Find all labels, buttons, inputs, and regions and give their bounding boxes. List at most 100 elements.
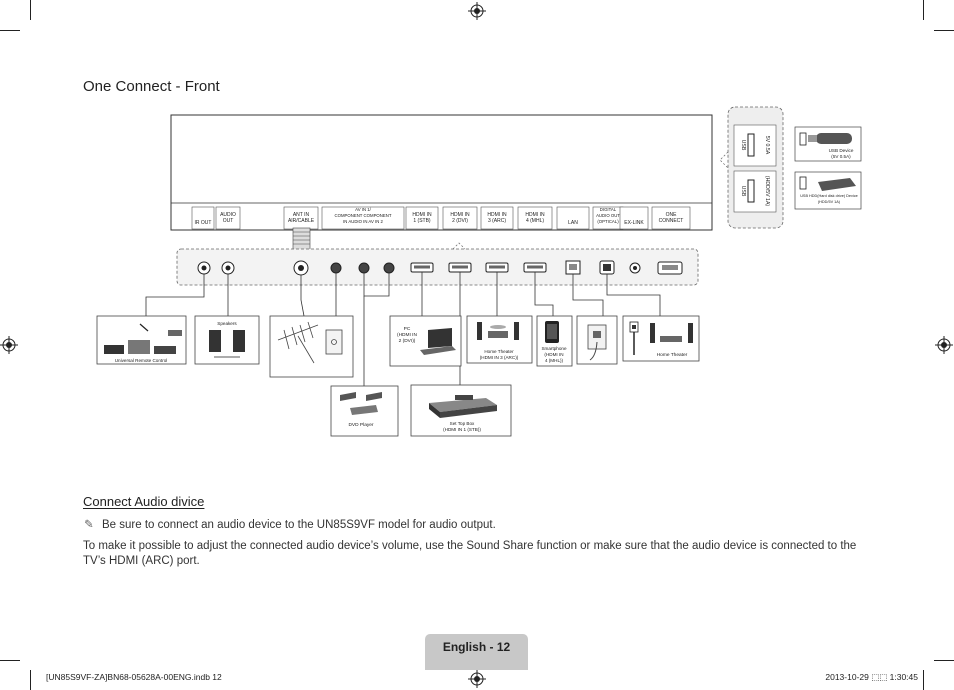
port-label: IR OUT xyxy=(195,220,212,226)
usb-port-label: 5V 0.5A xyxy=(764,136,770,155)
laptop-icon xyxy=(420,328,456,355)
jack-panel xyxy=(176,248,699,286)
registration-mark-icon xyxy=(935,336,953,354)
port-label: 3 (ARC) xyxy=(488,218,506,224)
usb-hdd-label: USB HDD(Hard disk drive) Device xyxy=(800,194,858,198)
port-label-box xyxy=(619,206,649,230)
port-label: IN AUDIO IN AV IN 2 xyxy=(343,219,383,224)
port-label-box xyxy=(556,206,590,230)
footer-timestamp: 2013-10-29 ⬚⬚ 1:30:45 xyxy=(825,672,918,682)
crop-mark xyxy=(934,660,954,661)
page-title: One Connect - Front xyxy=(83,78,220,95)
usb-port-labels: USB 5V 0.5A USB (HDD/5V 1A) xyxy=(740,136,770,207)
port-label-box xyxy=(405,206,439,230)
usb-hdd-icon xyxy=(818,178,856,191)
section-title: Connect Audio divice xyxy=(83,494,205,509)
port-label-box xyxy=(651,206,691,230)
page-number-tab: English - 12 xyxy=(425,634,528,670)
port-label: HDMI IN xyxy=(450,212,470,218)
usb-port-label: (HDD/5V 1A) xyxy=(764,176,770,207)
port-label-box xyxy=(191,206,215,230)
home-theater-icon xyxy=(629,321,693,355)
port-label: 1 (STB) xyxy=(413,218,431,224)
port-label-box xyxy=(517,206,553,230)
home-theater-arc-label: (HDMI IN 3 (ARC)) xyxy=(480,355,519,360)
port-label: AV IN 1/ xyxy=(355,207,371,212)
crop-mark xyxy=(923,0,924,20)
jack-component-icon xyxy=(330,262,342,274)
port-label-box xyxy=(442,206,478,230)
smartphone-label: (HDMI IN xyxy=(544,352,563,357)
speaker-icon xyxy=(209,330,245,358)
smartphone-label: Smartphone xyxy=(541,346,566,351)
speakers-box xyxy=(194,315,260,365)
cables xyxy=(145,272,661,386)
port-label-box xyxy=(321,206,405,230)
universal-remote-label: Universal Remote Control xyxy=(115,358,168,363)
usb-hdd-label: (HDD/5V 1A) xyxy=(818,200,841,204)
port-label: ONE xyxy=(666,212,678,218)
usb-device-label: (5V 0.5A) xyxy=(831,154,851,159)
port-label: AUDIO OUT xyxy=(596,213,620,218)
dvd-player-icon xyxy=(340,392,382,415)
port-label: EX-LINK xyxy=(624,220,644,226)
port-label: COMPONENT COMPONENT xyxy=(335,213,392,218)
registration-mark-icon xyxy=(468,670,486,688)
set-top-box-icon xyxy=(429,395,497,418)
hdmi-port-icon xyxy=(410,262,434,273)
note: ✎ Be sure to connect an audio device to t… xyxy=(84,517,496,531)
note-text: Be sure to connect an audio device to th… xyxy=(102,519,496,531)
optical-port-icon xyxy=(599,260,615,275)
port-label: 2 (DVI) xyxy=(452,218,468,224)
universal-remote-icon xyxy=(104,323,182,354)
antenna-connector-icon xyxy=(292,227,311,251)
hdmi-port-icon xyxy=(523,262,547,273)
hdmi-port-icon xyxy=(448,262,472,273)
home-theater-arc-label: Home Theater xyxy=(484,349,514,354)
page-number: English - 12 xyxy=(442,640,511,654)
crop-mark xyxy=(0,660,20,661)
port-label-box xyxy=(215,206,241,230)
port-label: HDMI IN xyxy=(412,212,432,218)
crop-mark xyxy=(934,30,954,31)
home-theater-arc-icon xyxy=(477,322,519,340)
footer-file-info: [UN85S9VF-ZA]BN68-05628A-00ENG.indb 12 xyxy=(46,672,222,682)
crop-mark xyxy=(30,670,31,690)
set-top-box-label: (HDMI IN 1 (STB)) xyxy=(443,427,481,432)
jack-ir-out-icon xyxy=(197,261,211,275)
port-label: HDMI IN xyxy=(525,212,545,218)
jack-audio-out-icon xyxy=(221,261,235,275)
body-paragraph: To make it possible to adjust the connec… xyxy=(83,540,857,567)
smartphone-icon xyxy=(545,321,559,343)
registration-mark-icon xyxy=(0,336,18,354)
port-label: AIR/CABLE xyxy=(288,218,315,224)
port-label: DIGITAL xyxy=(600,207,617,212)
crop-mark xyxy=(923,670,924,690)
lan-wall-plate-icon xyxy=(587,324,607,361)
port-label: OUT xyxy=(223,218,234,224)
dvd-player-label: DVD Player xyxy=(348,422,373,428)
one-connect-port-icon xyxy=(657,261,683,275)
port-label: 4 (MHL) xyxy=(526,218,544,224)
port-label: CONNECT xyxy=(659,218,684,224)
usb-device-label: USB Device xyxy=(829,148,854,153)
hdmi-port-icon xyxy=(485,262,509,273)
antenna-icon xyxy=(277,321,343,364)
home-theater-label: Home Theater xyxy=(657,352,688,358)
speakers-label: Speakers xyxy=(217,321,237,326)
pencil-note-icon: ✎ xyxy=(84,519,94,531)
set-top-box-label: Set Top Box xyxy=(450,421,475,426)
usb-port-label: USB xyxy=(740,140,746,151)
registration-mark-icon xyxy=(468,2,486,20)
port-label: HDMI IN xyxy=(487,212,507,218)
crop-mark xyxy=(30,0,31,20)
usb-port-label: USB xyxy=(740,186,746,197)
port-label: LAN xyxy=(568,220,578,226)
pc-label: (HDMI IN xyxy=(397,332,418,338)
pc-label: PC xyxy=(404,326,411,332)
lan-port-icon xyxy=(565,260,581,275)
port-label: (OPTICAL) xyxy=(597,219,619,224)
crop-mark xyxy=(0,30,20,31)
